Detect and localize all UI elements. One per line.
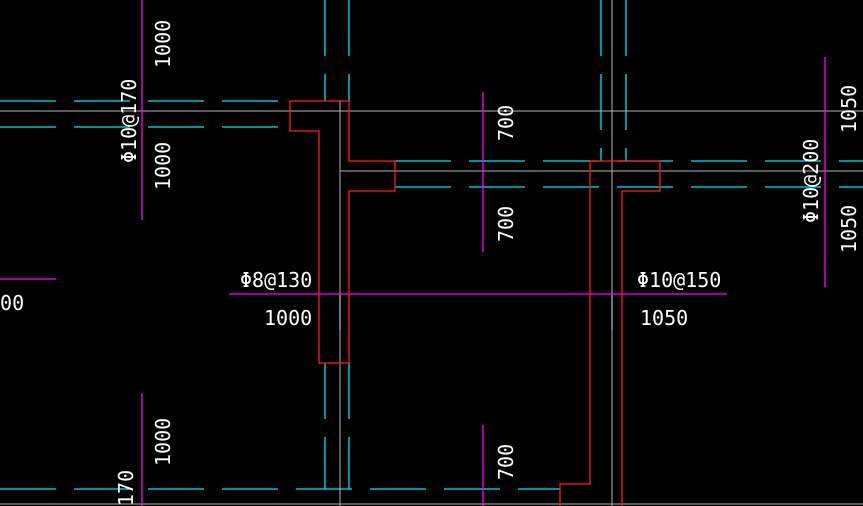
dimension-lines [0, 0, 826, 506]
axis-lines [0, 0, 863, 490]
annotations: Φ10@170 1000 1000 1000 170 300 Φ8@130 10… [0, 20, 861, 506]
dimension-label-left-bottom: 1000 [151, 418, 175, 466]
dimension-label-center-top: 700 [494, 105, 518, 141]
dimension-label-center-mid: 700 [494, 206, 518, 242]
dimension-label-center-bottom: 700 [494, 444, 518, 480]
dimension-label-center-right: 1050 [640, 306, 688, 330]
dimension-label-center-left: 1000 [264, 306, 312, 330]
dimension-label-left-top: 1000 [151, 20, 175, 68]
rebar-label-center-left: Φ8@130 [240, 268, 312, 292]
dimension-label-right-top: 1050 [837, 85, 861, 133]
dimension-label-left-mid: 1000 [151, 142, 175, 190]
rebar-label-right: Φ10@200 [799, 139, 823, 223]
dimension-label-far-left: 300 [0, 291, 24, 315]
reinforcement-outline-right-inner [559, 161, 591, 506]
rebar-label-center-right: Φ10@150 [637, 268, 721, 292]
reinforcement-outline-left [289, 100, 396, 364]
reinforcement-outline-right [590, 160, 661, 506]
reinforcement-outlines [289, 100, 661, 506]
dimension-label-left-partial: 170 [114, 470, 138, 506]
dimension-label-right-bottom: 1050 [837, 205, 861, 253]
rebar-label-left: Φ10@170 [117, 79, 141, 163]
